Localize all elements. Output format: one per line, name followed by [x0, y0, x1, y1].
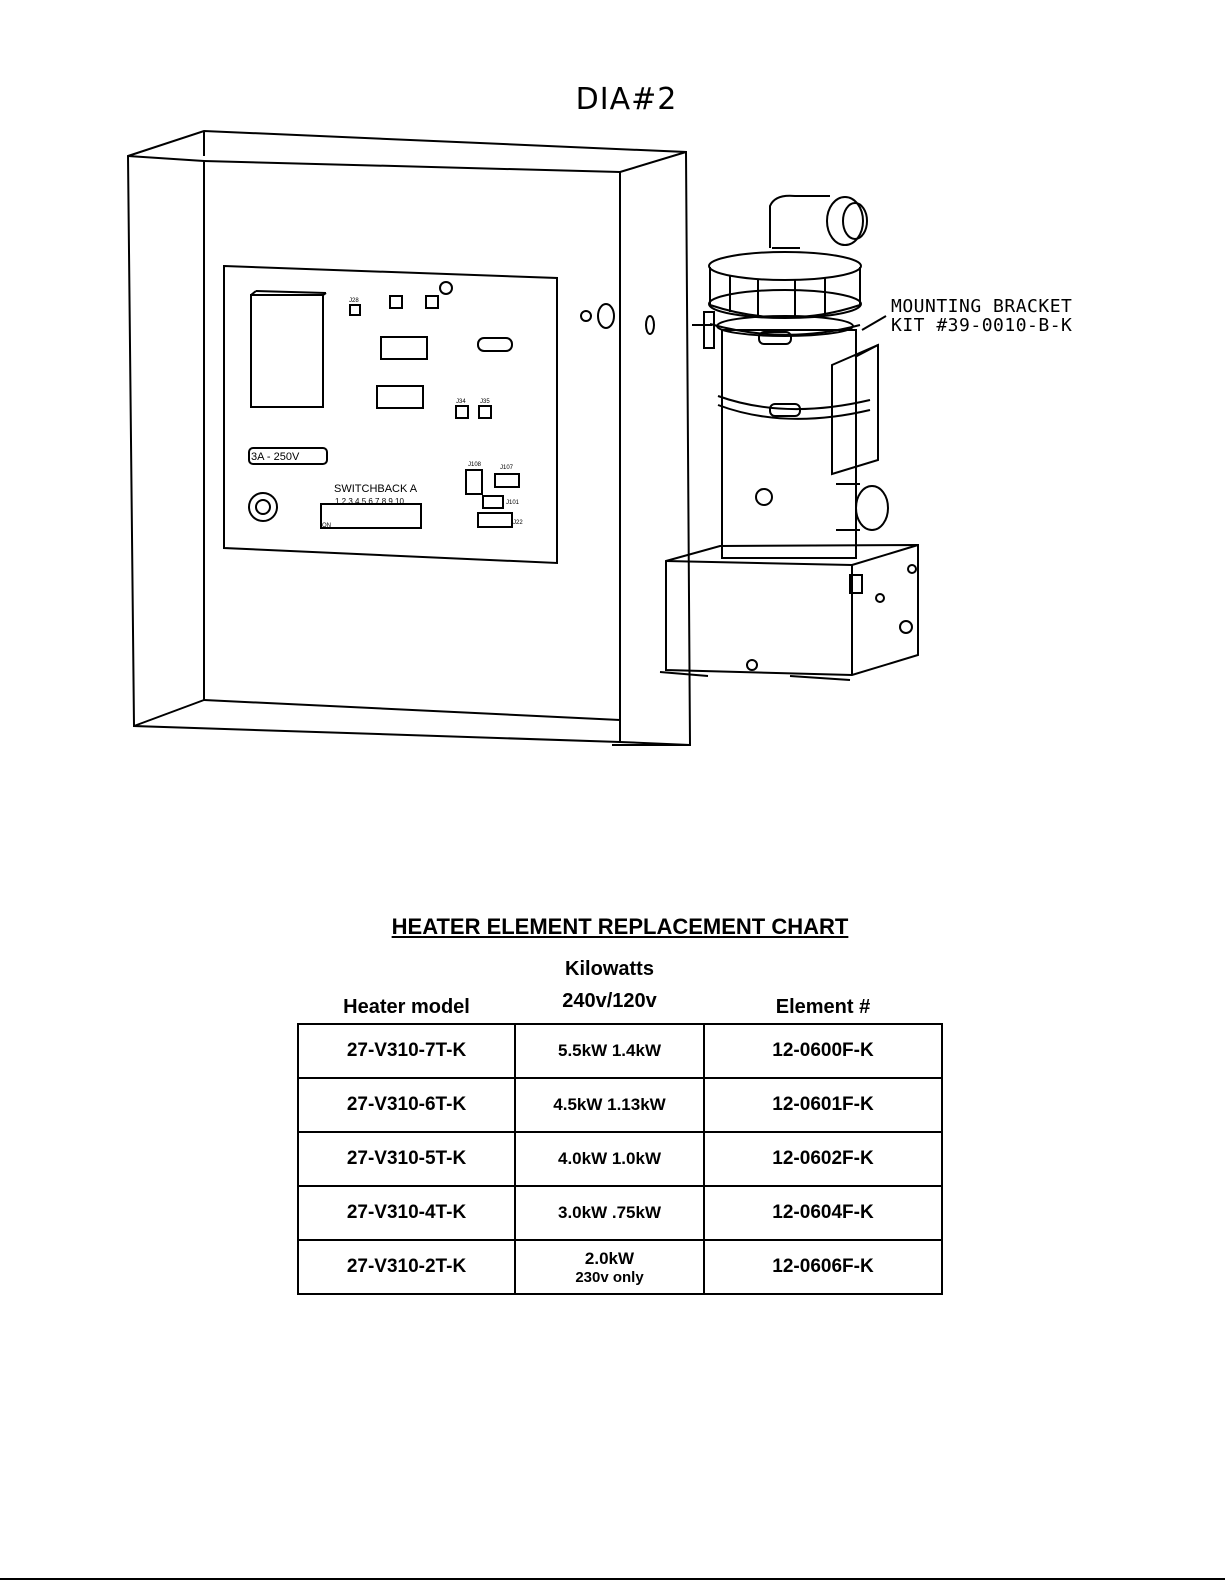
- chart-title: HEATER ELEMENT REPLACEMENT CHART: [391, 914, 849, 939]
- cell-kilowatts-multiline: 2.0kW 230v only: [514, 1239, 705, 1295]
- heater-cylinder: [721, 329, 857, 559]
- connector-label-j107: J107: [500, 465, 514, 471]
- cell-kilowatts: 5.5kW 1.4kW: [514, 1023, 705, 1079]
- cell-model: 27-V310-2T-K: [297, 1239, 516, 1295]
- callout-line-2: KIT #39-0010-B-K: [891, 315, 1073, 336]
- dip-switch: [320, 503, 422, 529]
- connector-label-j28: J28: [349, 298, 359, 304]
- cell-kilowatts: 4.5kW 1.13kW: [514, 1077, 705, 1133]
- mounting-bracket: [831, 343, 879, 476]
- connector-label-j22: J22: [513, 520, 523, 526]
- connector-label-j34: J34: [456, 399, 466, 405]
- connector-label-j101: J101: [506, 500, 520, 506]
- relay-component: [250, 294, 324, 408]
- fuse-holder: [248, 447, 328, 465]
- connector-label-j108: J108: [468, 462, 482, 468]
- cell-model: 27-V310-6T-K: [297, 1077, 516, 1133]
- cell-element: 12-0601F-K: [703, 1077, 943, 1133]
- switch-on-label: ON: [322, 523, 331, 529]
- cell-element: 12-0604F-K: [703, 1185, 943, 1241]
- table-row: 27-V310-2T-K 2.0kW 230v only 12-0606F-K: [297, 1239, 943, 1295]
- header-voltage: 240v/120v: [562, 990, 657, 1012]
- cell-element: 12-0602F-K: [703, 1131, 943, 1187]
- reset-knob: [248, 492, 278, 522]
- cell-kilowatts-note: 230v only: [575, 1268, 644, 1286]
- mounting-bracket-callout: MOUNTING BRACKET KIT #39-0010-B-K: [891, 297, 1072, 335]
- cell-kilowatts: 2.0kW: [584, 1248, 635, 1268]
- cell-kilowatts: 4.0kW 1.0kW: [514, 1131, 705, 1187]
- table-row: 27-V310-4T-K 3.0kW .75kW 12-0604F-K: [297, 1185, 943, 1241]
- cell-element: 12-0600F-K: [703, 1023, 943, 1079]
- bottom-rule: [0, 1578, 1225, 1580]
- callout-line-1: MOUNTING BRACKET: [891, 296, 1073, 317]
- table-row: 27-V310-6T-K 4.5kW 1.13kW 12-0601F-K: [297, 1077, 943, 1133]
- cell-model: 27-V310-4T-K: [297, 1185, 516, 1241]
- callout-leader: [861, 315, 887, 331]
- header-model: Heater model: [343, 996, 470, 1018]
- enclosure-front: [126, 129, 692, 747]
- cell-model: 27-V310-5T-K: [297, 1131, 516, 1187]
- heater-base: [665, 543, 919, 677]
- switch-label: SWITCHBACK A: [334, 483, 418, 495]
- fuse-label: 3A - 250V: [251, 451, 300, 463]
- switch-numbers: 1 2 3 4 5 6 7 8 9 10: [335, 497, 404, 506]
- replacement-chart-table: 27-V310-7T-K 5.5kW 1.4kW 12-0600F-K 27-V…: [297, 1023, 943, 1295]
- header-kilowatts: Kilowatts: [565, 958, 654, 980]
- connector-label-j35: J35: [480, 399, 490, 405]
- cell-kilowatts: 3.0kW .75kW: [514, 1185, 705, 1241]
- table-row: 27-V310-7T-K 5.5kW 1.4kW 12-0600F-K: [297, 1023, 943, 1079]
- heater-assembly-diagram: 3A - 250V SWITCHBACK A 1 2 3 4 5 6 7 8 9…: [126, 129, 919, 747]
- table-row: 27-V310-5T-K 4.0kW 1.0kW 12-0602F-K: [297, 1131, 943, 1187]
- diagram-title: DIA#2: [575, 82, 678, 117]
- cell-element: 12-0606F-K: [703, 1239, 943, 1295]
- circuit-board: [223, 264, 558, 565]
- header-element: Element #: [775, 996, 871, 1018]
- cell-model: 27-V310-7T-K: [297, 1023, 516, 1079]
